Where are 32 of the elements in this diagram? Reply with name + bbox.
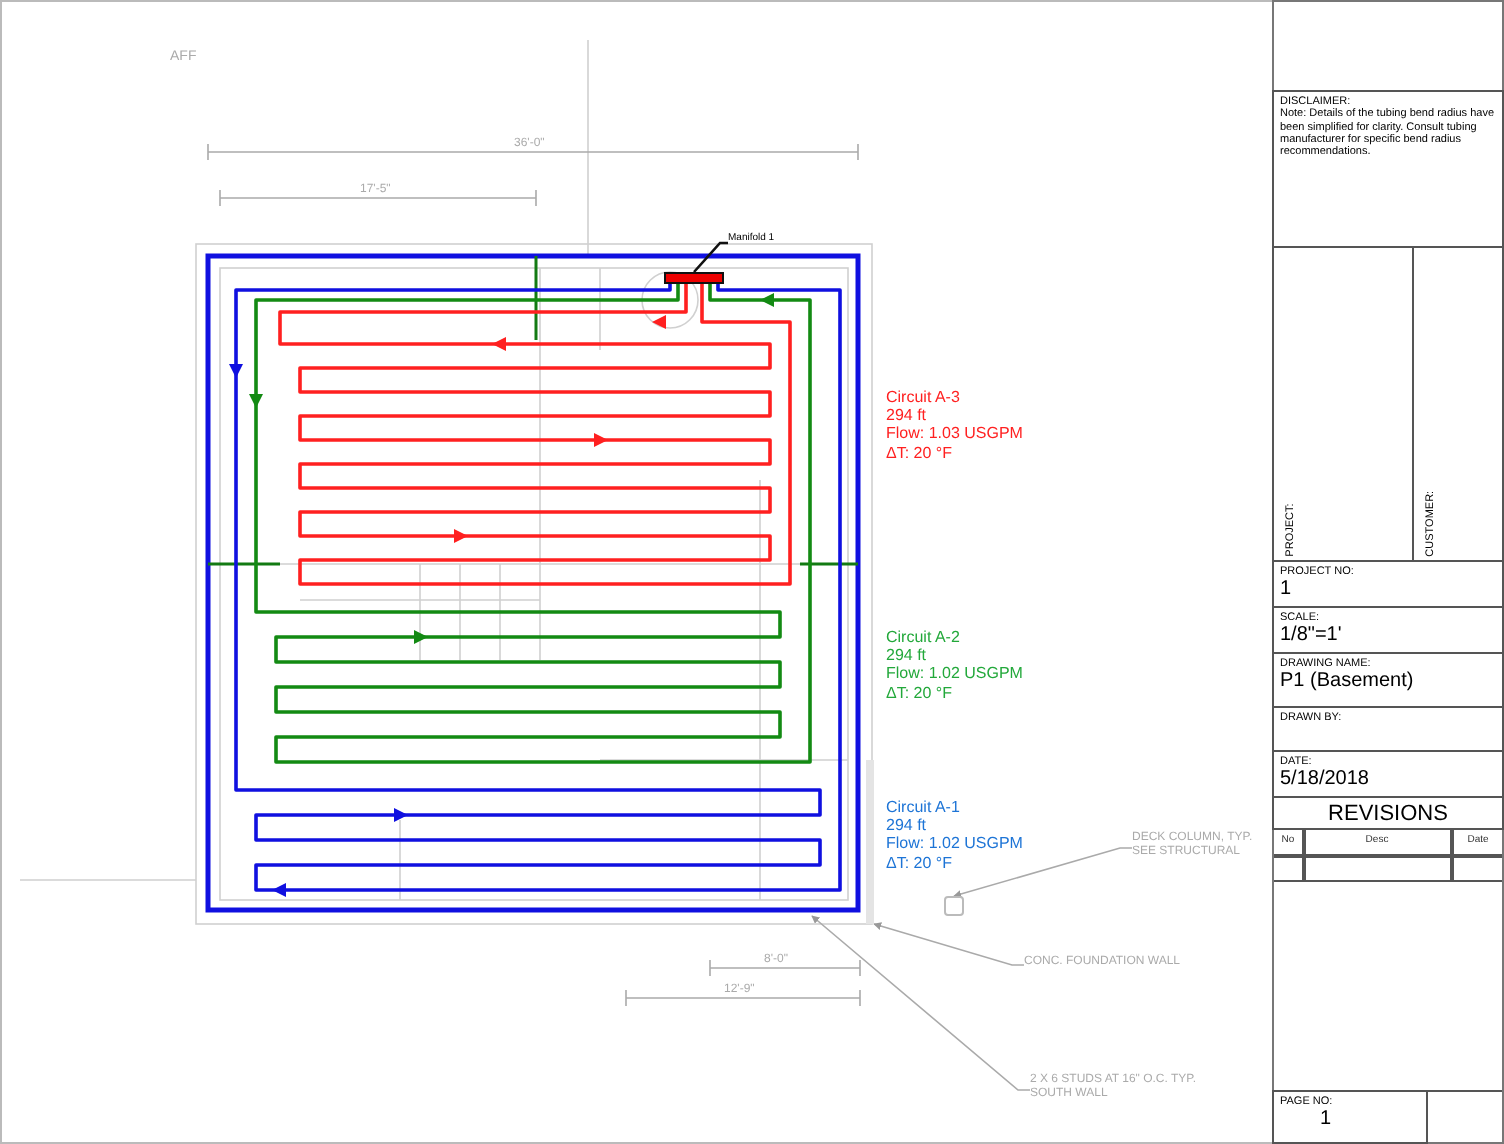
revisions-header bbox=[1272, 796, 1504, 830]
field-value: 1/8"=1' bbox=[1280, 624, 1344, 648]
circuit-name: Circuit A-1 bbox=[886, 798, 962, 817]
circuit-detail: ΔT: 20 °F bbox=[886, 443, 954, 462]
field-value: 1 bbox=[1320, 1108, 1334, 1132]
disclaimer-panel bbox=[1272, 90, 1504, 248]
field-value: P1 (Basement) bbox=[1280, 670, 1416, 694]
circuit-name: Circuit A-3 bbox=[886, 388, 962, 407]
field-value: 1 bbox=[1280, 578, 1294, 602]
circuit-detail: Flow: 1.03 USGPM bbox=[886, 424, 1025, 444]
title-block-cell bbox=[1272, 1090, 1428, 1144]
title-block-cell bbox=[1272, 606, 1504, 654]
leader-line bbox=[873, 922, 1025, 966]
title-block-cell bbox=[1272, 560, 1504, 608]
column-symbol bbox=[944, 896, 964, 916]
leader-line bbox=[953, 847, 1133, 898]
title-block-cell bbox=[1272, 706, 1504, 752]
field-value: 5/18/2018 bbox=[1280, 768, 1371, 792]
title-block-cell bbox=[1272, 652, 1504, 708]
leader-line bbox=[693, 241, 728, 273]
leader-line bbox=[811, 915, 1031, 1091]
circuit-name: Circuit A-2 bbox=[886, 628, 962, 647]
circuit-detail: 294 ft bbox=[886, 406, 929, 425]
circuit-detail: 294 ft bbox=[886, 646, 929, 665]
section-heading: REVISIONS bbox=[1326, 802, 1450, 828]
title-block-cell bbox=[1272, 750, 1504, 798]
circuit-detail: ΔT: 20 °F bbox=[886, 853, 954, 872]
circuit-detail: Flow: 1.02 USGPM bbox=[886, 834, 1025, 854]
manifold-bar bbox=[664, 272, 724, 284]
circuit-detail: ΔT: 20 °F bbox=[886, 683, 954, 702]
circuit-detail: Flow: 1.02 USGPM bbox=[886, 664, 1025, 684]
circuit-detail: 294 ft bbox=[886, 816, 929, 835]
